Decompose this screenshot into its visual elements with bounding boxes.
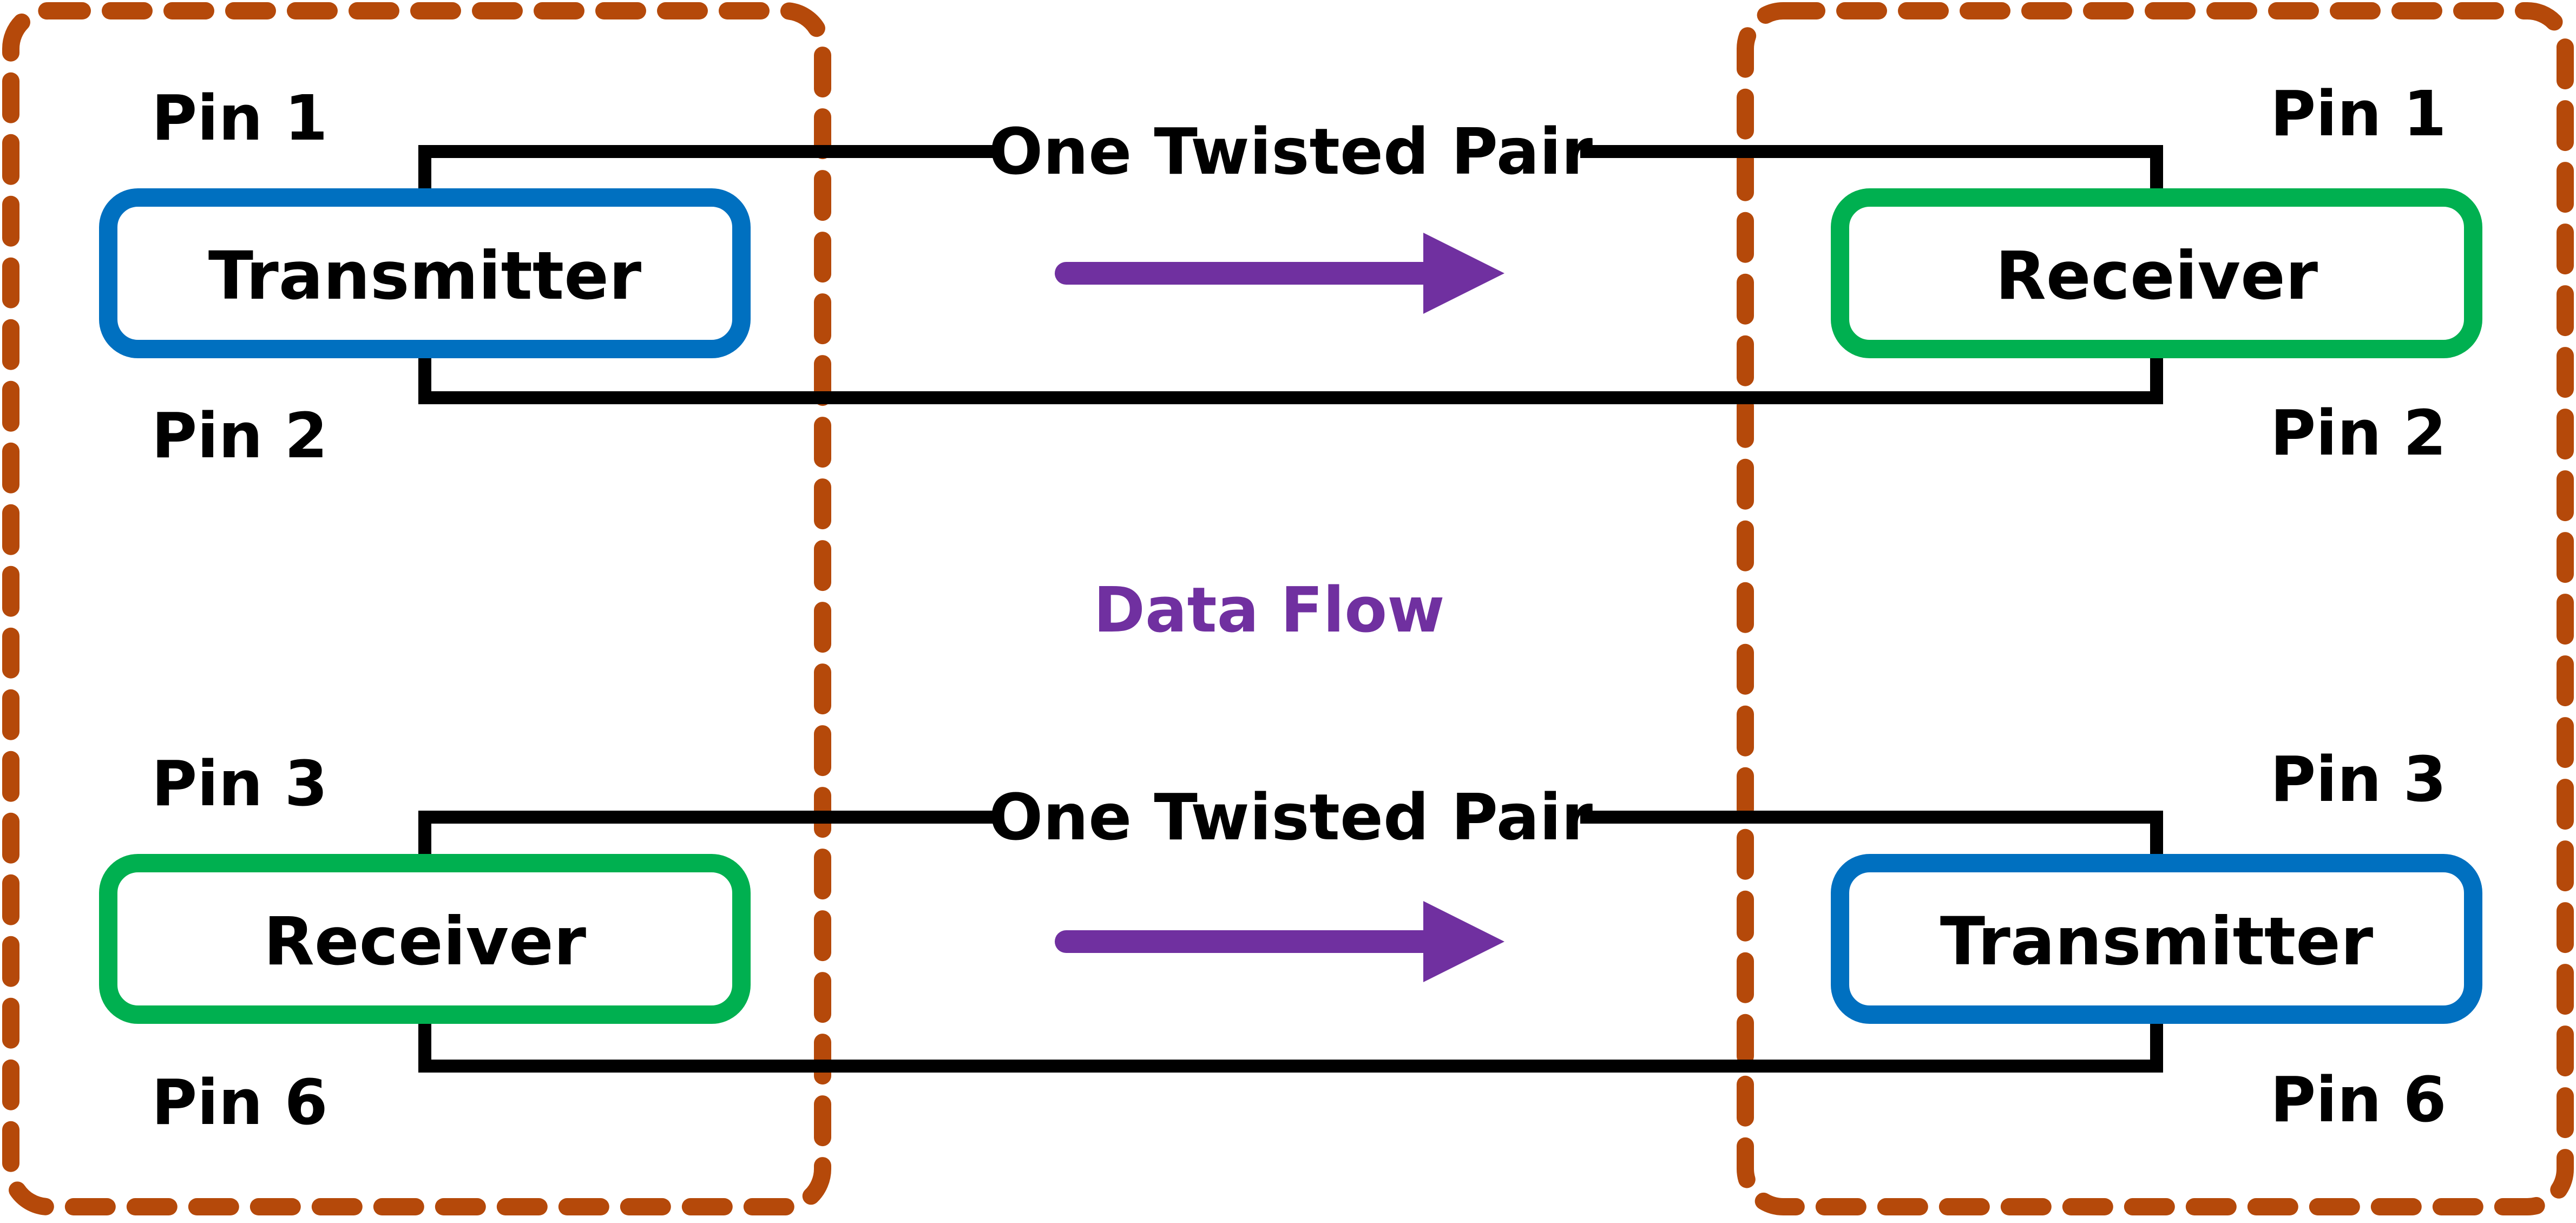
right-pin-3-label: Pin 3 [2270,744,2447,816]
right-pin-6-label: Pin 6 [2270,1064,2447,1136]
bottom-right-arrow-icon [1055,901,1504,982]
right-receiver-box [1831,188,2482,358]
left-pin-1-label: Pin 1 [152,82,328,155]
right-receiver-label: Receiver [1995,238,2318,314]
bottom-pair-label: One Twisted Pair [989,780,1593,854]
left-pin-6-label: Pin 6 [152,1067,328,1139]
top-pair-label-bg [1001,119,1580,184]
right-pin-2-label: Pin 2 [2270,397,2447,470]
top-pair-label: One Twisted Pair [989,114,1593,189]
data-flow-label: Data Flow [1094,574,1445,647]
bottom-pair-lower-wire [418,985,2163,1073]
left-receiver-label: Receiver [264,903,586,980]
top-right-arrow-icon [1055,233,1504,314]
bottom-pair-label-bg [1001,785,1580,850]
left-transmitter-box [99,188,751,358]
right-pin-1-label: Pin 1 [2270,78,2447,150]
left-device-enclosure [2,2,831,1215]
left-receiver-box [99,854,751,1024]
right-device-enclosure [1737,2,2574,1215]
right-transmitter-box [1831,854,2482,1024]
left-pin-2-label: Pin 2 [152,400,328,472]
right-transmitter-label: Transmitter [1940,903,2373,980]
left-transmitter-label: Transmitter [208,238,641,314]
left-pin-3-label: Pin 3 [152,748,328,820]
